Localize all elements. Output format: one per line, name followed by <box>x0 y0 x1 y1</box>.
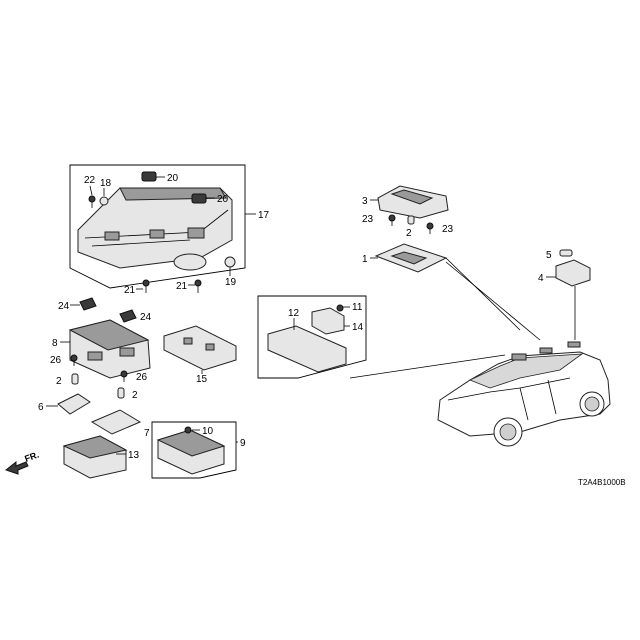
part-1 <box>374 243 448 273</box>
label-14: 14 <box>352 322 364 333</box>
label-1: 1 <box>362 254 368 265</box>
label-2c: 2 <box>132 390 138 401</box>
label-15: 15 <box>196 374 208 385</box>
label-7: 7 <box>144 428 150 439</box>
diagram-code: T2A4B1000B <box>578 478 626 487</box>
label-18: 18 <box>100 178 112 189</box>
label-2b: 2 <box>56 376 62 387</box>
label-21a: 21 <box>124 285 136 296</box>
label-20a: 20 <box>167 173 179 184</box>
front-direction-label: FR. <box>23 450 40 464</box>
part-8 <box>68 319 151 379</box>
label-26a: 26 <box>50 355 62 366</box>
label-11: 11 <box>352 302 363 313</box>
label-24b: 24 <box>140 312 152 323</box>
part-24b <box>119 309 137 323</box>
part-15 <box>163 325 237 371</box>
part-24a <box>79 297 97 311</box>
label-12: 12 <box>288 308 300 319</box>
label-2a: 2 <box>406 228 412 239</box>
label-6: 6 <box>38 402 44 413</box>
label-8: 8 <box>52 338 58 349</box>
label-19: 19 <box>225 277 237 288</box>
label-21b: 21 <box>176 281 188 292</box>
label-13: 13 <box>128 450 140 461</box>
console-group <box>69 164 246 293</box>
part-3 <box>377 185 449 219</box>
label-24a: 24 <box>58 301 70 312</box>
label-10: 10 <box>202 426 214 437</box>
car-illustration <box>437 341 611 447</box>
part-6 <box>57 393 91 415</box>
label-9: 9 <box>240 438 246 449</box>
label-23a: 23 <box>362 214 374 225</box>
label-4: 4 <box>538 273 544 284</box>
part-4 <box>555 259 591 287</box>
part-7 <box>90 409 142 435</box>
label-3: 3 <box>362 196 368 207</box>
label-22: 22 <box>84 175 96 186</box>
front-direction-arrow <box>4 460 29 475</box>
label-5: 5 <box>546 250 552 261</box>
label-26b: 26 <box>136 372 148 383</box>
group-12 <box>257 295 367 379</box>
label-17: 17 <box>258 210 270 221</box>
part-13 <box>62 435 128 479</box>
label-23b: 23 <box>442 224 454 235</box>
group-9 <box>151 421 237 479</box>
label-20b: 20 <box>217 194 229 205</box>
